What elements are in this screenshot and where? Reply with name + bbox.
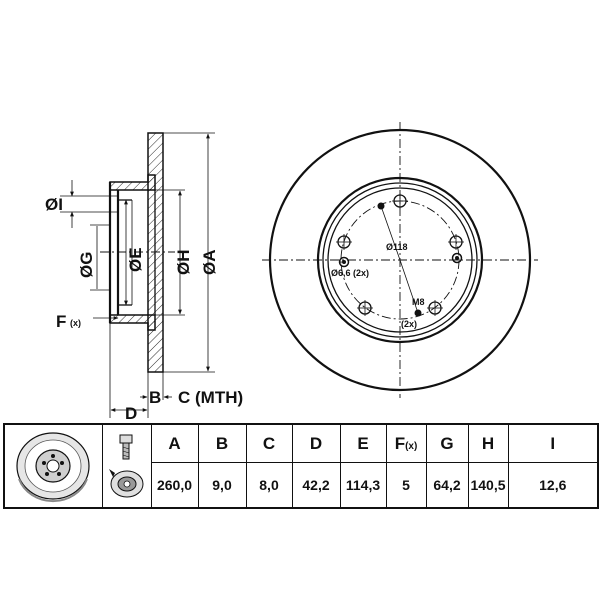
wheel-hub-icon: [108, 469, 143, 498]
value-f: 5: [385, 462, 427, 509]
disc-icon-cell: [3, 423, 103, 509]
header-g: G: [425, 423, 469, 463]
dim-label-h: ØH: [174, 250, 193, 276]
dim-label-a: ØA: [200, 250, 219, 276]
value-g: 64,2: [425, 462, 469, 509]
thread-count-label: (2x): [401, 319, 417, 329]
header-e: E: [339, 423, 387, 463]
header-f: F(x): [385, 423, 427, 463]
header-h: H: [467, 423, 509, 463]
header-f-sub: (x): [405, 440, 418, 452]
brake-disc-icon: [16, 432, 90, 503]
header-b: B: [197, 423, 247, 463]
dim-label-g: ØG: [77, 252, 96, 278]
dim-label-i: ØI: [45, 195, 63, 214]
dim-label-d: D: [125, 404, 137, 423]
header-d: D: [291, 423, 341, 463]
header-i: I: [507, 423, 599, 463]
value-b: 9,0: [197, 462, 247, 509]
dim-label-e: ØE: [126, 247, 145, 272]
front-view: Ø118 Ø6,6 (2x) M8 (2x): [262, 122, 538, 398]
bolt-holes: [336, 193, 464, 316]
fastener-icon-cell: [101, 423, 152, 509]
header-a: A: [150, 423, 199, 463]
value-a: 260,0: [150, 462, 199, 509]
value-i: 12,6: [507, 462, 599, 509]
dim-label-f: F: [56, 312, 66, 331]
dim-label-b: B: [149, 388, 161, 407]
dim-label-f-sub: (x): [70, 318, 81, 328]
bolt-icon: [108, 434, 143, 498]
thread-label: M8: [412, 297, 425, 307]
dim-label-c: C (MTH): [178, 388, 243, 407]
value-d: 42,2: [291, 462, 341, 509]
value-h: 140,5: [467, 462, 509, 509]
spec-table: A B C D E F(x) G H I 260,0 9,0 8,0 42,2 …: [3, 423, 599, 509]
hole-label: Ø6,6 (2x): [331, 268, 369, 278]
side-section-view: ØI ØG ØE ØH ØA F (x) D B C (MTH): [45, 132, 243, 423]
value-e: 114,3: [339, 462, 387, 509]
pcd-label: Ø118: [386, 242, 408, 252]
value-c: 8,0: [245, 462, 293, 509]
header-c: C: [245, 423, 293, 463]
